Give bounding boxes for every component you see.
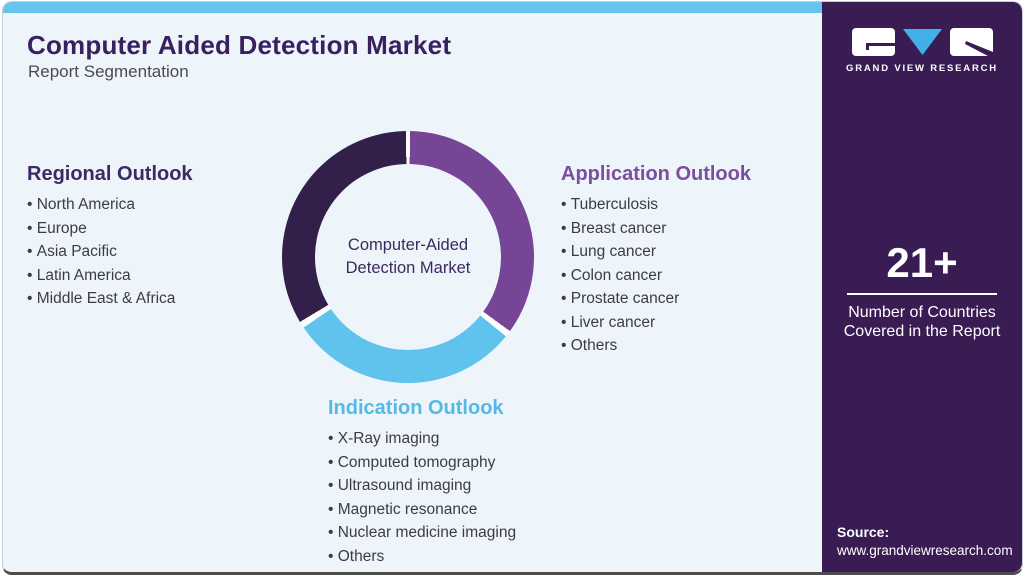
regional-outlook-section: Regional Outlook North America Europe As… [27,163,193,311]
stat-label: Number of Countries Covered in the Repor… [843,304,1001,340]
countries-stat: 21+ Number of Countries Covered in the R… [822,242,1022,341]
list-item: Asia Pacific [27,240,193,264]
list-item: Others [328,545,516,569]
donut-center-label: Computer-Aided Detection Market [345,235,471,277]
indication-outlook-list: X-Ray imaging Computed tomography Ultras… [328,427,516,568]
application-outlook-section: Application Outlook Tuberculosis Breast … [561,163,751,358]
application-outlook-heading: Application Outlook [561,163,751,185]
donut-chart: Computer-Aided Detection Market [282,131,534,383]
regional-outlook-heading: Regional Outlook [27,163,193,185]
page-title: Computer Aided Detection Market [27,30,452,60]
donut-hole: Computer-Aided Detection Market [315,164,501,350]
source-block: Source: www.grandviewresearch.com [837,524,1013,558]
list-item: Prostate cancer [561,287,751,311]
gvr-logo-icon [851,28,993,56]
logo-wordmark: GRAND VIEW RESEARCH [846,63,998,74]
list-item: Nuclear medicine imaging [328,521,516,545]
list-item: Tuberculosis [561,193,751,217]
top-accent-bar [3,2,1022,13]
list-item: Colon cancer [561,264,751,288]
list-item: Others [561,334,751,358]
logo-v-icon [902,29,942,55]
indication-outlook-section: Indication Outlook X-Ray imaging Compute… [328,397,516,568]
list-item: Middle East & Africa [27,287,193,311]
logo-r-icon [949,28,993,56]
sidebar: GRAND VIEW RESEARCH 21+ Number of Countr… [822,2,1022,572]
list-item: North America [27,193,193,217]
application-outlook-list: Tuberculosis Breast cancer Lung cancer C… [561,193,751,358]
indication-outlook-heading: Indication Outlook [328,397,504,419]
list-item: Europe [27,217,193,241]
stat-divider [847,293,997,295]
regional-outlook-list: North America Europe Asia Pacific Latin … [27,193,193,311]
list-item: Lung cancer [561,240,751,264]
list-item: Computed tomography [328,451,516,475]
source-label: Source: [837,524,890,540]
list-item: Latin America [27,264,193,288]
page-subtitle: Report Segmentation [28,62,189,81]
grand-view-research-logo: GRAND VIEW RESEARCH [822,28,1022,74]
logo-g-icon [851,28,895,56]
list-item: Liver cancer [561,311,751,335]
list-item: Ultrasound imaging [328,474,516,498]
list-item: Breast cancer [561,217,751,241]
source-url: www.grandviewresearch.com [837,543,1013,558]
list-item: Magnetic resonance [328,498,516,522]
stat-value: 21+ [886,239,958,286]
list-item: X-Ray imaging [328,427,516,451]
